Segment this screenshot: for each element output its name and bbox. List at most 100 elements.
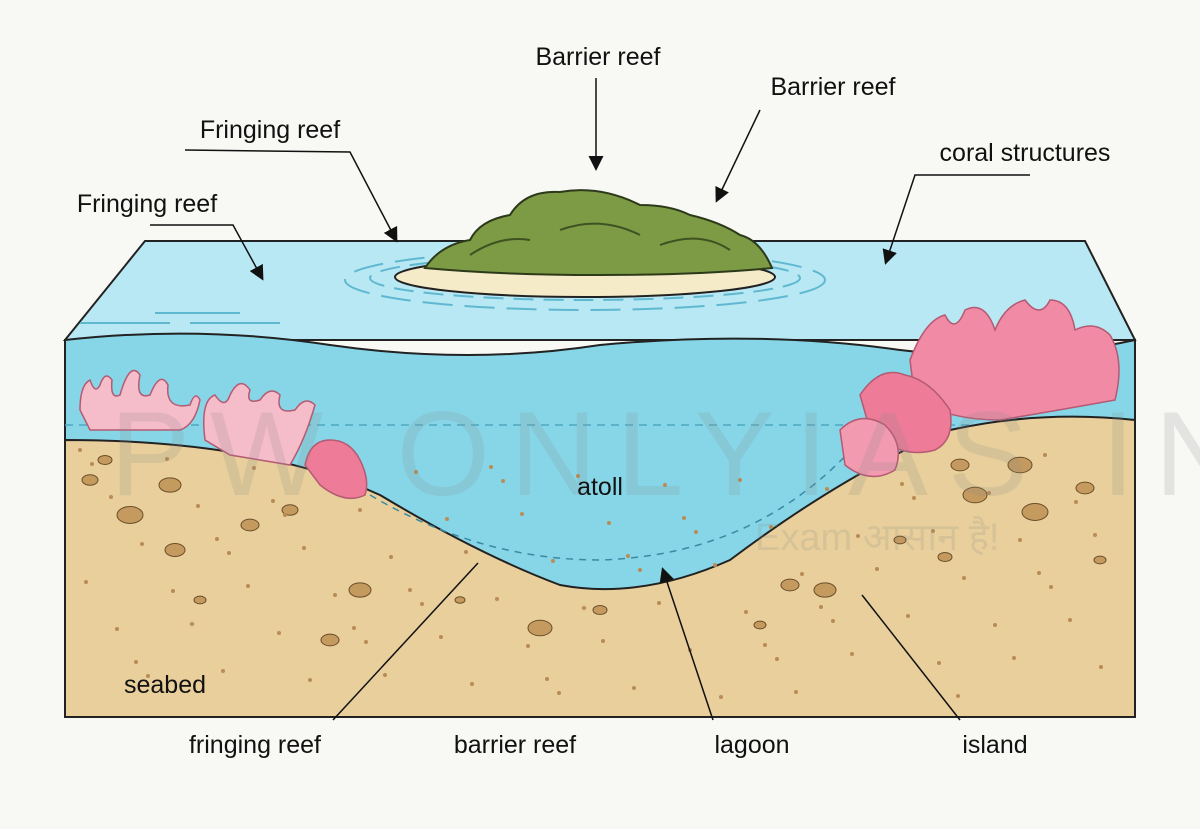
sand-speck (993, 623, 997, 627)
sand-speck (352, 626, 356, 630)
sand-speck (358, 508, 362, 512)
sand-speck (171, 589, 175, 593)
sand-speck (744, 610, 748, 614)
sand-speck (582, 606, 586, 610)
sand-speck (900, 482, 904, 486)
sand-speck (439, 635, 443, 639)
sand-speck (140, 542, 144, 546)
sand-speck (1018, 538, 1022, 542)
pebble (893, 535, 907, 545)
sand-speck (987, 491, 991, 495)
sand-speck (956, 694, 960, 698)
pebble (281, 504, 299, 516)
coral-left (79, 369, 368, 500)
sand-speck (520, 512, 524, 516)
pebble (240, 518, 260, 532)
sand-speck (1012, 656, 1016, 660)
sand-speck (1037, 571, 1041, 575)
label-barrier-reef-bottom: barrier reef (454, 731, 576, 759)
sand-speck (389, 555, 393, 559)
pebble (780, 578, 800, 592)
pebble (193, 595, 207, 605)
pebble (813, 582, 837, 598)
sand-speck (271, 499, 275, 503)
sand-speck (657, 601, 661, 605)
sand-speck (763, 643, 767, 647)
sand-speck (495, 597, 499, 601)
sand-speck (333, 593, 337, 597)
label-coral-structures: coral structures (940, 139, 1111, 167)
sand-speck (875, 567, 879, 571)
sand-speck (445, 517, 449, 521)
pebble (164, 543, 186, 557)
pebble (753, 620, 767, 630)
sand-speck (962, 576, 966, 580)
sand-speck (626, 554, 630, 558)
sand-speck (246, 584, 250, 588)
sand-speck (227, 551, 231, 555)
pebble (320, 633, 340, 647)
sand-speck (856, 534, 860, 538)
sand-speck (794, 690, 798, 694)
watermark-tagline: Exam आसान है! (755, 515, 999, 559)
sand-speck (302, 546, 306, 550)
island (394, 189, 776, 298)
sand-speck (850, 652, 854, 656)
sand-speck (277, 631, 281, 635)
label-fringing-reef-upper: Fringing reef (200, 116, 340, 144)
label-lagoon: lagoon (714, 731, 789, 759)
pebble (950, 458, 970, 472)
sand-speck (557, 691, 561, 695)
lagoon-outline (369, 439, 861, 561)
sand-speck (632, 686, 636, 690)
watermark-text: PW ONLYIAS INDIA (110, 387, 1200, 521)
sand-speck (1099, 665, 1103, 669)
sand-speck (819, 605, 823, 609)
sand-speck (1043, 453, 1047, 457)
label-fringing-reef-bottom: fringing reef (189, 731, 321, 759)
sand-speck (931, 529, 935, 533)
sand-speck (638, 568, 642, 572)
sand-speck (252, 466, 256, 470)
pebble (116, 506, 144, 524)
sand-speck (115, 627, 119, 631)
sand-speck (408, 588, 412, 592)
coral-right (839, 299, 1120, 478)
pebble (937, 551, 953, 563)
sand-speck (78, 448, 82, 452)
sand-speck (825, 487, 829, 491)
sand-speck (551, 559, 555, 563)
sand-speck (308, 678, 312, 682)
sand-speck (420, 602, 424, 606)
sand-speck (601, 639, 605, 643)
label-barrier-reef-top: Barrier reef (535, 43, 660, 71)
sand-speck (134, 660, 138, 664)
sand-speck (545, 677, 549, 681)
sand-speck (607, 521, 611, 525)
sand-speck (1093, 533, 1097, 537)
label-seabed: seabed (124, 671, 206, 699)
sand-speck (1049, 585, 1053, 589)
pebble (1075, 481, 1095, 495)
sand-speck (906, 614, 910, 618)
label-barrier-reef-right: Barrier reef (770, 73, 895, 101)
sand-speck (221, 669, 225, 673)
sand-speck (364, 640, 368, 644)
label-island: island (962, 731, 1027, 759)
sand-speck (831, 619, 835, 623)
sand-speck (84, 580, 88, 584)
label-atoll: atoll (577, 473, 623, 501)
pebble (1007, 456, 1033, 474)
label-fringing-reef-left: Fringing reef (77, 190, 217, 218)
sand-speck (576, 474, 580, 478)
sand-speck (769, 525, 773, 529)
sand-speck (719, 695, 723, 699)
pebble (454, 596, 466, 604)
sand-speck (713, 563, 717, 567)
sand-speck (1074, 500, 1078, 504)
sand-speck (464, 550, 468, 554)
sand-speck (165, 457, 169, 461)
sand-speck (109, 495, 113, 499)
pebble (1093, 555, 1107, 565)
